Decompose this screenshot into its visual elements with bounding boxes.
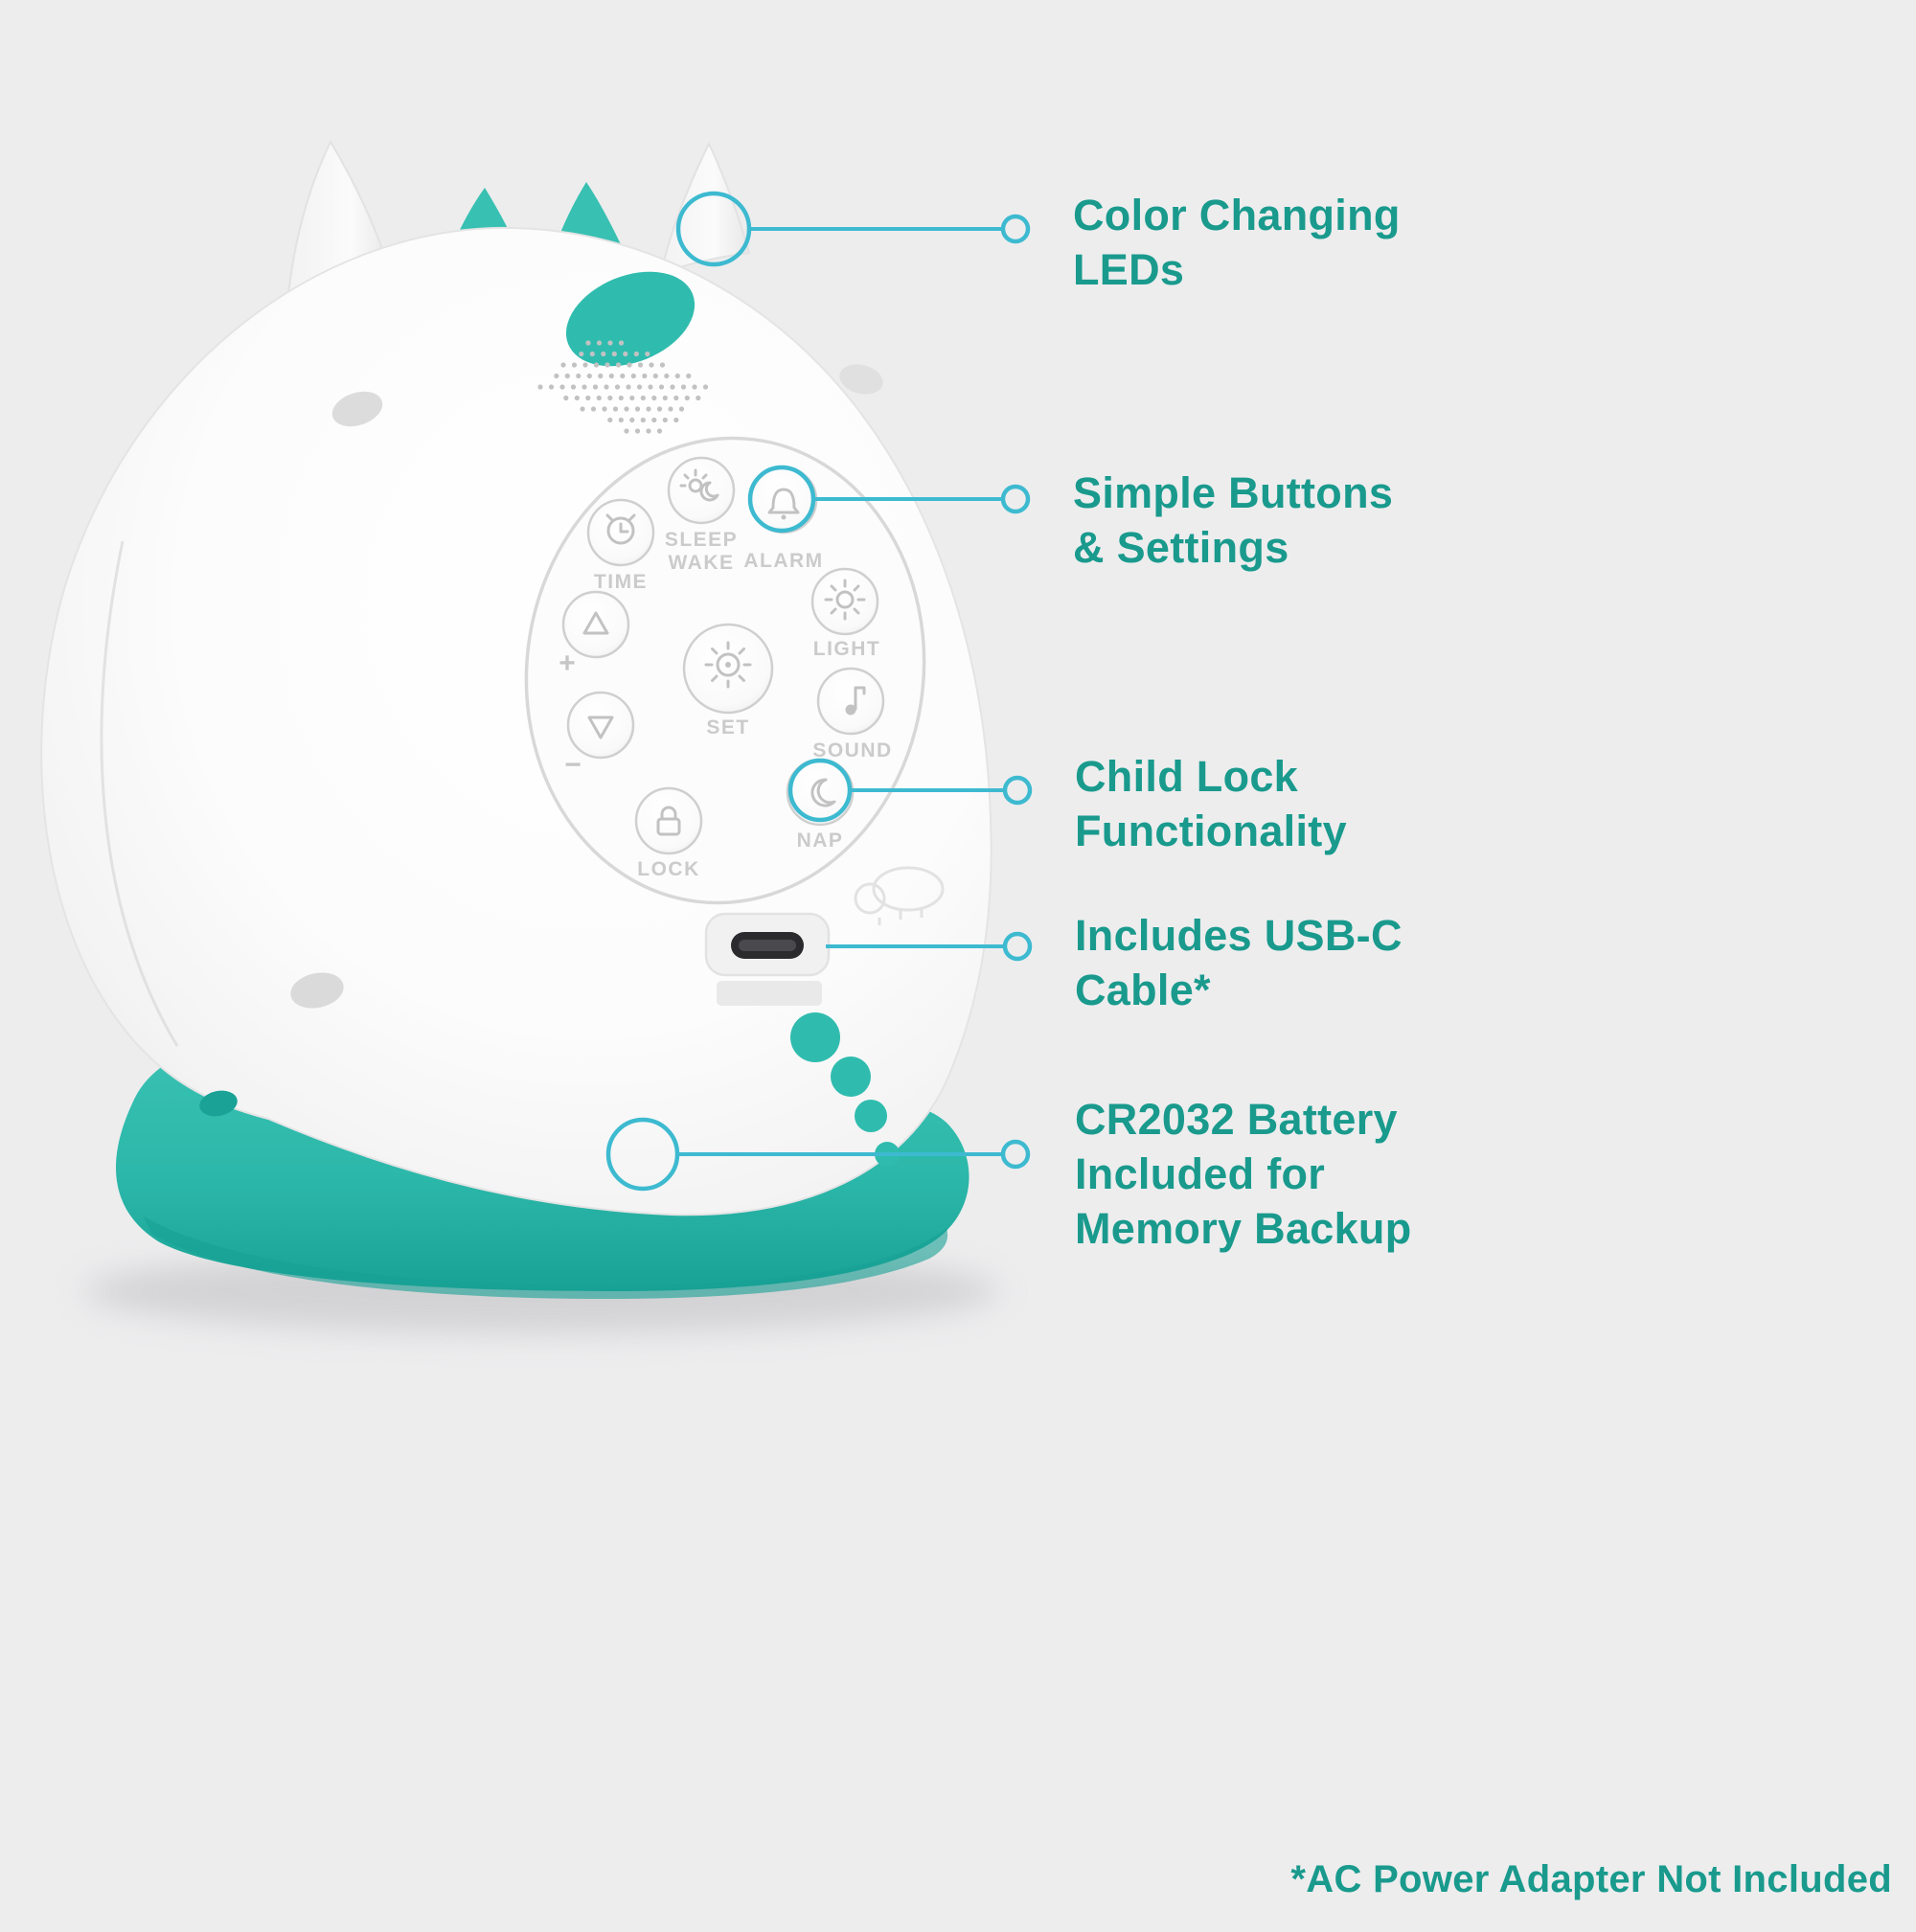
control-panel: TIME SLEEP WAKE ALARM (524, 436, 926, 905)
right-horn (659, 141, 751, 275)
nap-button: NAP (786, 758, 855, 852)
callout-child-lock-end-ring (1002, 775, 1033, 806)
vent-hole-top-left (331, 391, 383, 427)
plus-button: + (559, 590, 630, 679)
minus-button: − (564, 691, 635, 781)
callout-leds-end-ring (1000, 214, 1031, 244)
light-label: LIGHT (813, 638, 881, 660)
footnote: *AC Power Adapter Not Included (1290, 1858, 1892, 1900)
time-label: TIME (594, 571, 648, 593)
set-label: SET (706, 716, 749, 739)
callout-child-lock (787, 758, 1033, 823)
wake-label: WAKE (669, 552, 735, 574)
nap-label: NAP (797, 830, 844, 852)
sound-button: SOUND (812, 667, 892, 761)
alarm-label: ALARM (743, 550, 823, 572)
callout-battery-target-ring (605, 1117, 680, 1192)
minus-label: − (564, 749, 582, 781)
vent-hole-top-right (839, 364, 883, 395)
callout-label-child-lock: Child Lock Functionality (1075, 752, 1347, 855)
callout-label-simple-buttons: Simple Buttons & Settings (1073, 468, 1394, 572)
lock-label: LOCK (637, 858, 700, 880)
light-button: LIGHT (810, 567, 881, 660)
lock-button: LOCK (634, 786, 703, 880)
time-button: TIME (586, 498, 655, 593)
callout-label-battery: CR2032 Battery Included for Memory Backu… (1075, 1095, 1412, 1253)
callout-label-usb-c: Includes USB-C Cable* (1075, 911, 1403, 1014)
usb-c-port (704, 912, 831, 1006)
callout-label-color-changing-leds: Color Changing LEDs (1073, 191, 1401, 294)
sound-label: SOUND (812, 739, 892, 761)
callout-buttons-end-ring (1000, 484, 1031, 514)
plus-label: + (559, 648, 576, 679)
sleep-wake-button: SLEEP WAKE (665, 456, 738, 574)
hippo-logo-emboss (854, 866, 945, 925)
body-seam-line (100, 540, 179, 1047)
callout-buttons-target-ring (747, 465, 816, 534)
callout-usb (826, 931, 1033, 962)
callout-battery (605, 1117, 1031, 1192)
callout-child-lock-target-ring (787, 758, 853, 823)
callout-battery-end-ring (1000, 1139, 1031, 1170)
callout-leds (675, 191, 1031, 267)
base-hole (199, 1090, 238, 1117)
callout-buttons (747, 465, 1031, 534)
vent-hole-bottom-left (290, 972, 344, 1009)
port-sticker (717, 981, 822, 1006)
set-button: SET (682, 623, 774, 739)
teal-base-lip (144, 1216, 948, 1299)
callout-usb-end-ring (1002, 931, 1033, 962)
callout-leds-target-ring (675, 191, 752, 267)
speaker-grille (537, 340, 709, 434)
sleep-label: SLEEP (665, 529, 738, 551)
